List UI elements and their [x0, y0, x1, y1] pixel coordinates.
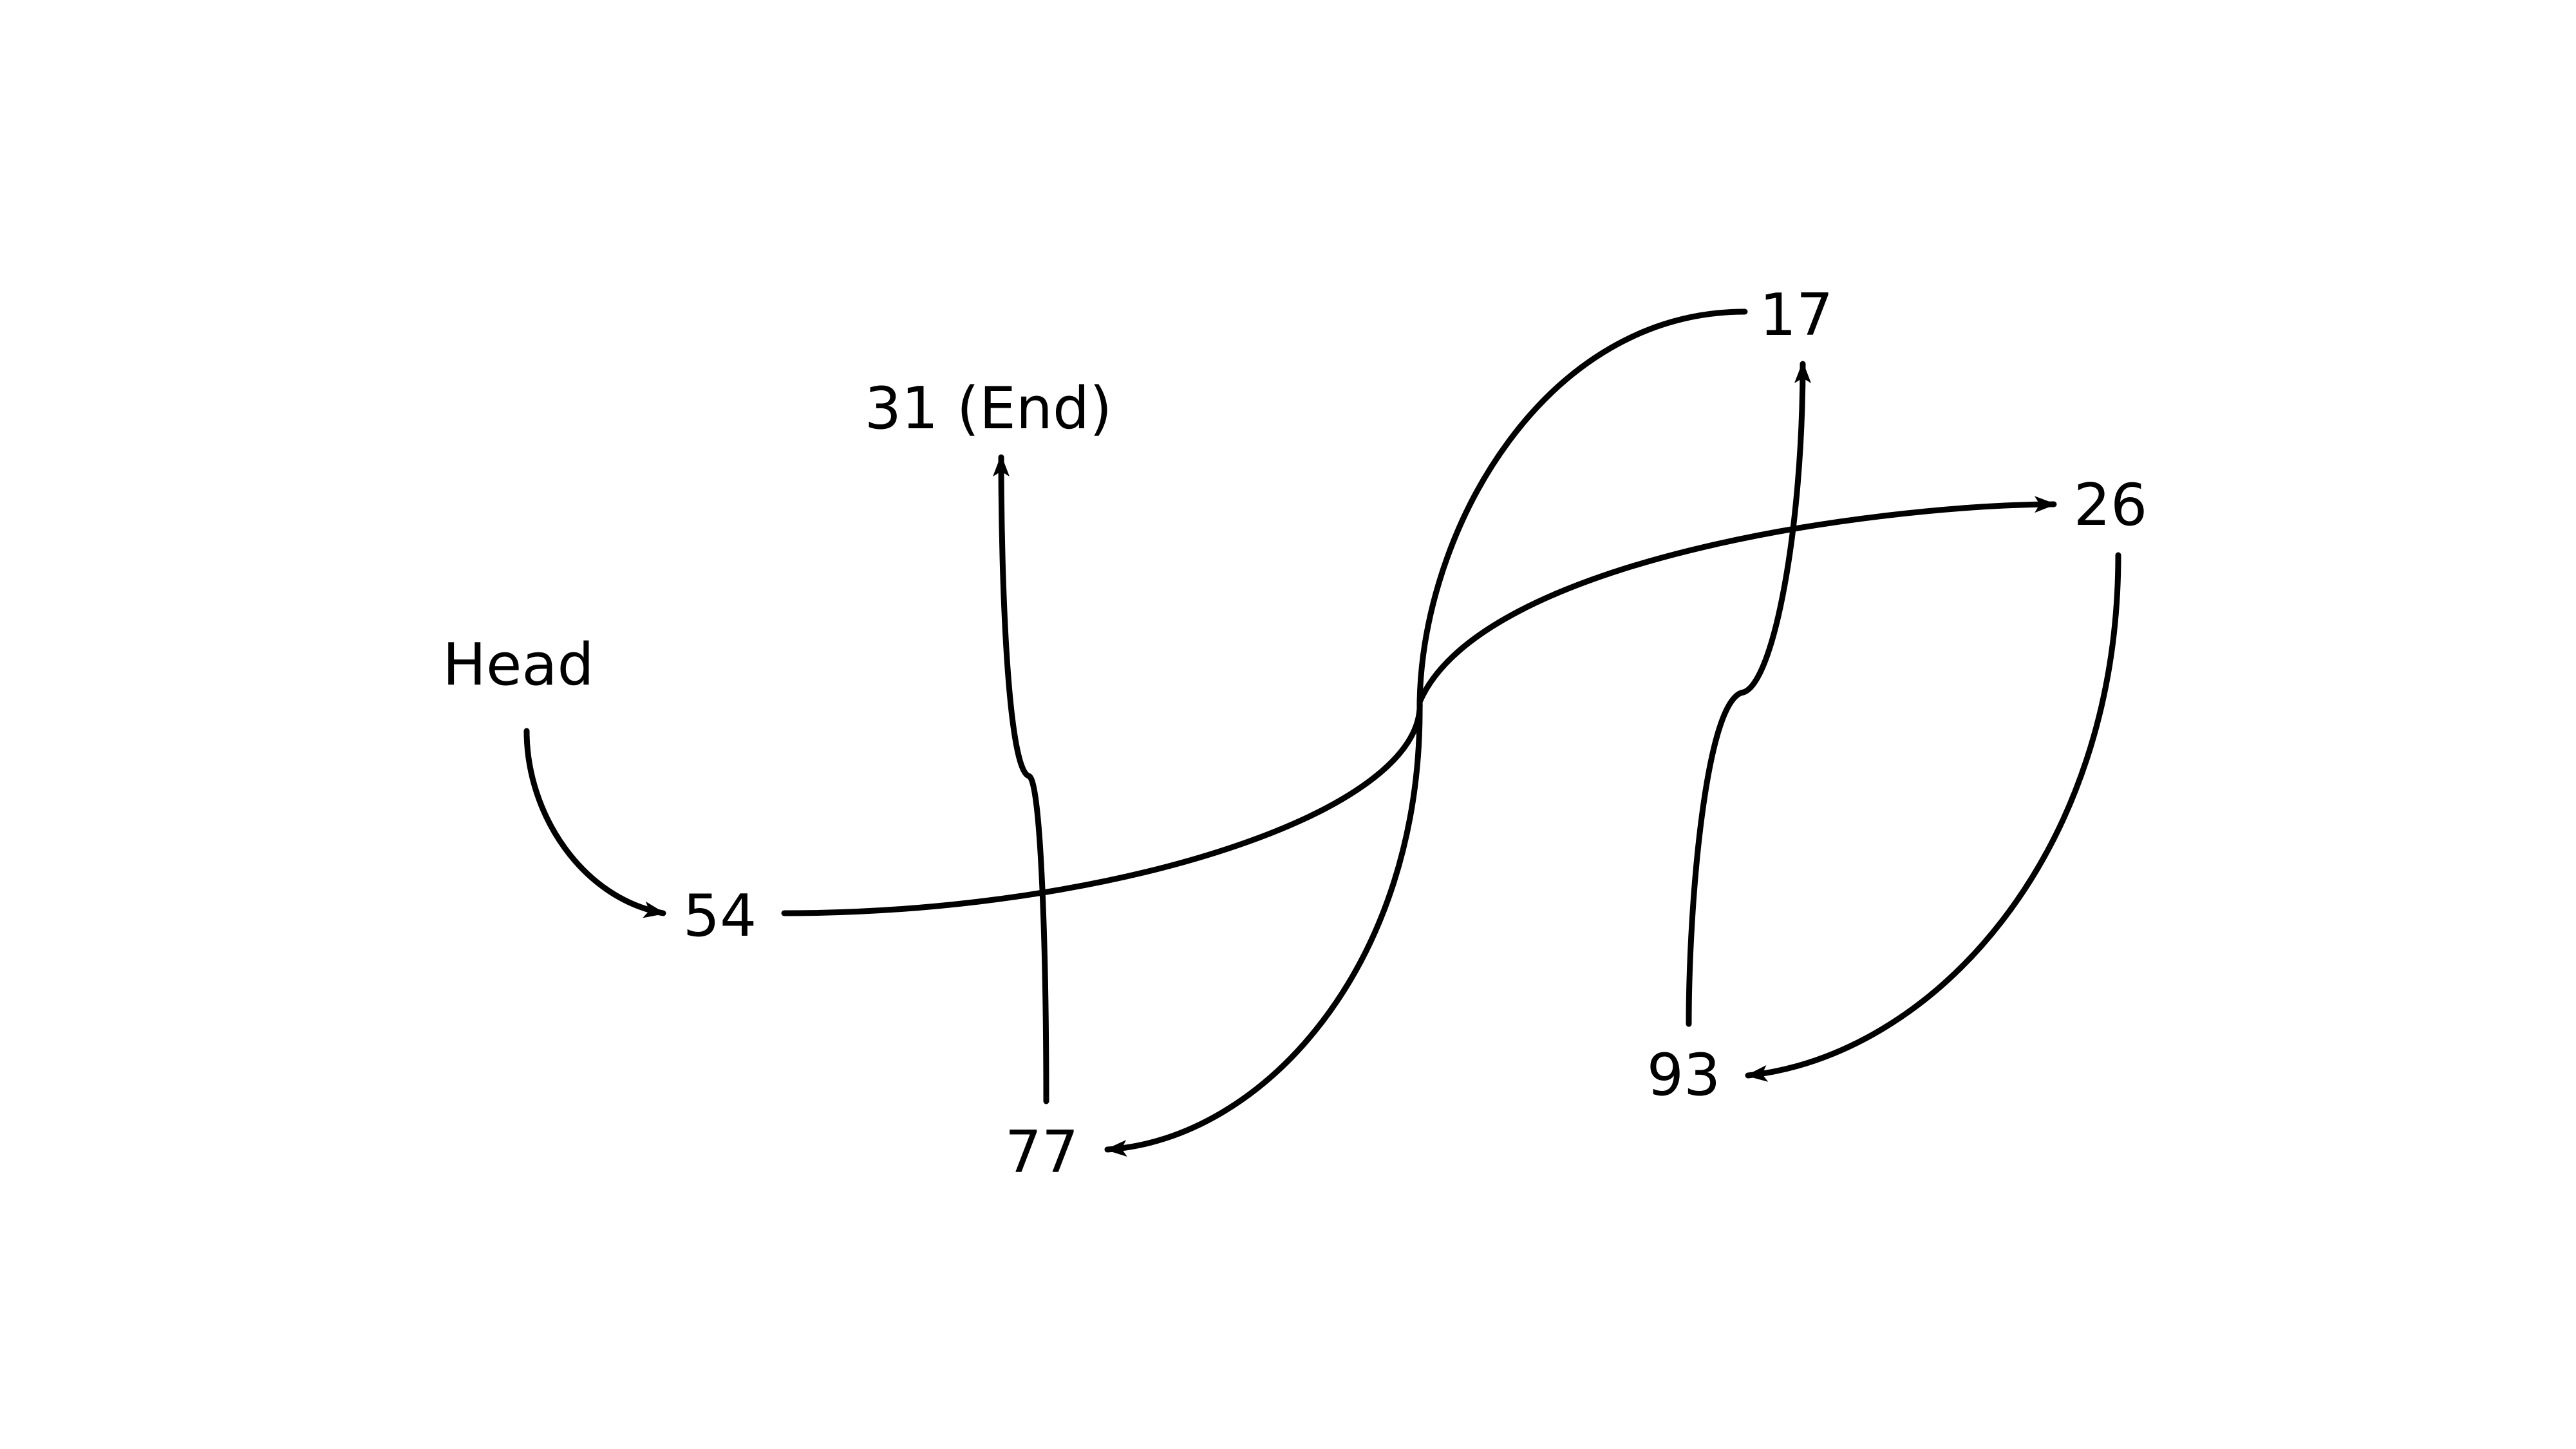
- node-31-end: 31 (End): [865, 375, 1112, 442]
- edge-17-to-77: [1104, 308, 1748, 1157]
- node-head: Head: [442, 631, 594, 699]
- edge-93-to-17: [1686, 361, 1811, 1027]
- edge-26-to-93: [1745, 552, 2121, 1082]
- edge-77-to-31: [993, 454, 1049, 1104]
- node-77: 77: [1005, 1119, 1079, 1186]
- node-93: 93: [1647, 1041, 1721, 1109]
- node-26: 26: [2074, 471, 2148, 539]
- node-17: 17: [1760, 281, 1834, 349]
- edge-head-to-54: [523, 728, 666, 918]
- node-54: 54: [683, 882, 757, 950]
